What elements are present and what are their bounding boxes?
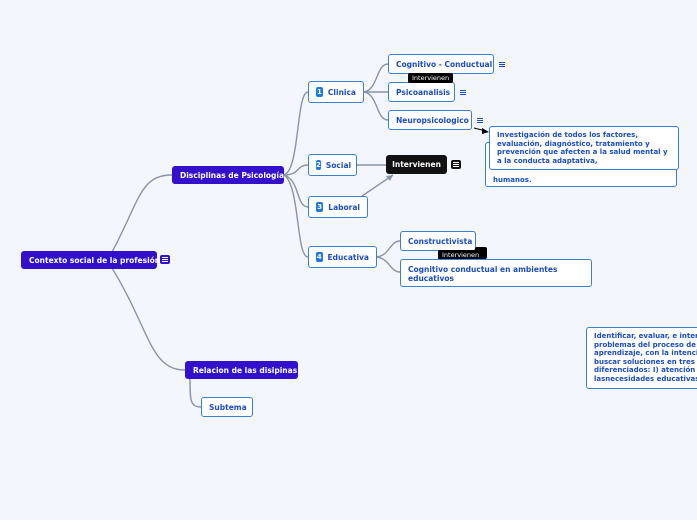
relationship-intervienen-main-label: Intervienen — [392, 160, 441, 169]
connector-disciplinas-laboral — [283, 174, 309, 208]
connector-educativa-constructivista — [376, 240, 401, 258]
subtopic-laboral[interactable]: 3 Laboral — [308, 196, 368, 218]
root-topic[interactable]: Contexto social de la profesión — [21, 251, 161, 269]
connector-disciplinas-educativa — [283, 174, 309, 258]
leaf-cognitivo-conductual-label: Cognitivo - Conductual — [396, 59, 493, 69]
clinica-note-tail-text: humanos. — [493, 176, 532, 184]
leaf-psicoanalisis[interactable]: Psicoanalisis — [388, 82, 455, 102]
subtopic-clinica-label: Clinica — [327, 87, 356, 97]
leaf-cognitivo-educativo-label: Cognitivo conductual en ambientes educat… — [408, 265, 558, 283]
neuropsicologico-notes-icon[interactable] — [475, 116, 485, 125]
psicoanalisis-notes-icon[interactable] — [458, 88, 468, 97]
educativa-note-text: Identificar, evaluar, e intervenir probl… — [594, 332, 697, 383]
subtopic-laboral-label: Laboral — [328, 202, 360, 212]
branch-relacion-label: Relacion de las disipinas — [193, 365, 298, 375]
branch-disciplinas[interactable]: Disciplinas de Psicología — [172, 166, 284, 184]
branch-relacion[interactable]: Relacion de las disipinas — [185, 361, 298, 379]
relationship-label-clinica[interactable]: Intervienen — [408, 73, 454, 83]
branch-disciplinas-label: Disciplinas de Psicología — [180, 170, 285, 180]
subtopic-social[interactable]: 2 Social — [308, 154, 357, 176]
leaf-constructivista-label: Constructivista — [408, 236, 473, 246]
subtopic-clinica[interactable]: 1 Clinica — [308, 81, 364, 103]
subtopic-social-label: Social — [325, 160, 352, 170]
connector-disciplinas-social — [283, 164, 309, 176]
connector-clinica-cognitivo — [363, 63, 389, 93]
relationship-intervienen-main[interactable]: Intervienen — [386, 155, 447, 174]
connector-disciplinas-clinica — [283, 91, 309, 176]
number-badge-4: 4 — [316, 252, 323, 262]
educativa-note: Identificar, evaluar, e intervenir probl… — [586, 327, 697, 389]
root-topic-label: Contexto social de la profesión — [29, 255, 161, 265]
relationship-arrow-laboral — [386, 175, 393, 181]
cognitivo-notes-icon[interactable] — [497, 60, 507, 69]
subtopic-subtema[interactable]: Subtema — [201, 397, 253, 417]
clinica-note-text: Investigación de todos los factores, eva… — [497, 131, 668, 165]
leaf-constructivista[interactable]: Constructivista — [400, 231, 476, 251]
connector-root-disciplinas — [111, 174, 173, 253]
connector-clinica-neuro — [363, 91, 389, 121]
leaf-cognitivo-educativo[interactable]: Cognitivo conductual en ambientes educat… — [400, 259, 592, 287]
clinica-note: Investigación de todos los factores, eva… — [489, 126, 679, 170]
leaf-cognitivo-conductual[interactable]: Cognitivo - Conductual — [388, 54, 494, 74]
subtopic-educativa-label: Educativa — [327, 252, 369, 262]
subtopic-educativa[interactable]: 4 Educativa — [308, 246, 377, 268]
leaf-neuropsicologico[interactable]: Neuropsicologico — [388, 110, 472, 130]
intervienen-notes-icon[interactable] — [451, 160, 461, 169]
root-notes-icon[interactable] — [160, 255, 170, 264]
leaf-psicoanalisis-label: Psicoanalisis — [396, 87, 451, 97]
subtopic-subtema-label: Subtema — [209, 402, 247, 412]
number-badge-2: 2 — [316, 160, 321, 170]
relationship-line-note — [473, 127, 487, 132]
connector-relacion-subtema — [189, 377, 202, 408]
relationship-arrow-note — [482, 128, 489, 134]
connector-educativa-cognitivo — [376, 256, 401, 273]
relationship-label-educativa[interactable]: Intervienen — [438, 250, 484, 260]
connector-root-relacion — [111, 267, 186, 371]
relationship-line-laboral — [361, 174, 394, 197]
leaf-neuropsicologico-label: Neuropsicologico — [396, 115, 469, 125]
number-badge-1: 1 — [316, 87, 323, 97]
number-badge-3: 3 — [316, 202, 324, 212]
